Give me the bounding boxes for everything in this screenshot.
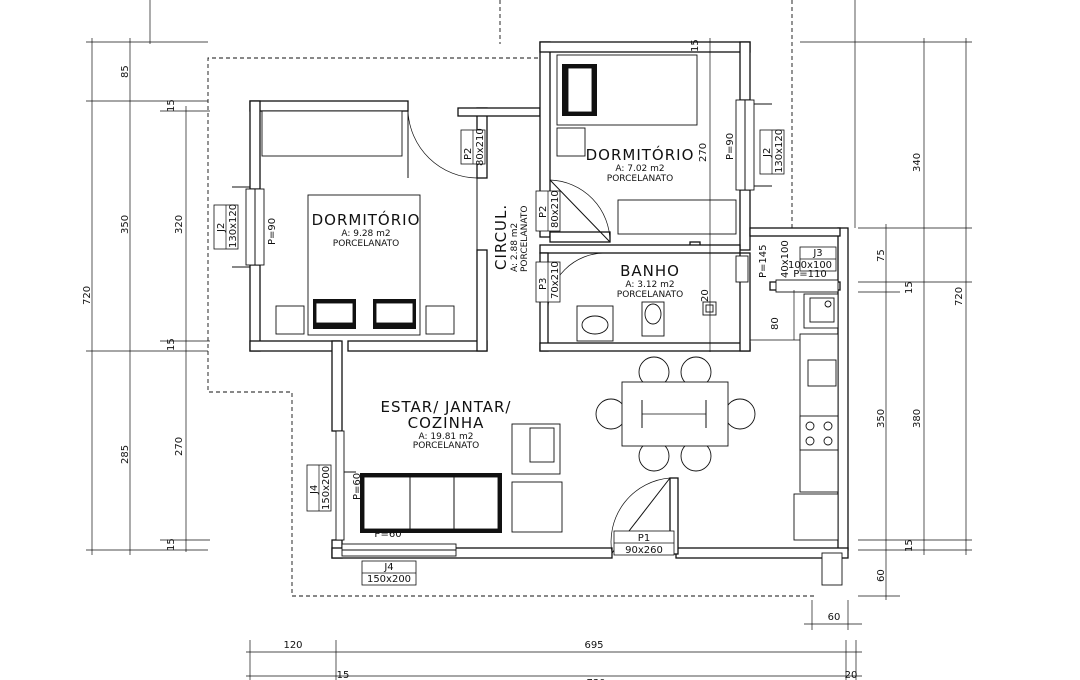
room-dormitorio2-area: A: 7.02 m2	[615, 164, 664, 174]
dim-bottom-120: 120	[283, 640, 302, 651]
door-p3-code: P3	[538, 278, 549, 290]
roof-outline	[149, 0, 856, 597]
room-banho-name: BANHO	[620, 262, 680, 280]
room-dormitorio1-area: A: 9.28 m2	[341, 229, 390, 239]
room-circulacao-area: A: 2.88 m2	[510, 223, 520, 272]
dim-kitchen-80: 80	[770, 317, 781, 330]
dim-left-320: 320	[174, 215, 185, 234]
win-j4-bottom-code: J4	[383, 562, 393, 573]
sill-90-left: P=90	[267, 218, 278, 245]
room-dormitorio2-floor: PORCELANATO	[607, 174, 673, 184]
dim-left-15c: 15	[166, 538, 177, 551]
door-p2-a-code: P2	[463, 148, 474, 160]
windows	[232, 99, 839, 557]
dim-bottom-15: 15	[337, 670, 350, 680]
dim-bottom-60: 60	[828, 612, 841, 623]
dim-left-85: 85	[120, 65, 131, 78]
win-j3-code: J3	[812, 248, 822, 259]
room-estar-area: A: 19.81 m2	[418, 432, 473, 442]
dim-right-60: 60	[876, 569, 887, 582]
dim-right-340: 340	[912, 153, 923, 172]
room-estar-line2: COZINHA	[408, 414, 485, 432]
dim-left-15b: 15	[166, 338, 177, 351]
dimension-texts: 85 350 285 720 15 320 15 270 15 340 720 …	[82, 39, 965, 680]
sill-90-right: P=90	[725, 133, 736, 160]
door-p2-a-size: 80x210	[475, 128, 486, 166]
win-j4-left-size: 150x200	[321, 466, 332, 510]
room-dormitorio1-name: DORMITÓRIO	[312, 210, 421, 229]
win-j3-sill: P=110	[793, 269, 827, 280]
door-p1-size: 90x260	[625, 545, 663, 556]
dim-top-15: 15	[690, 39, 701, 52]
door-p2-b-code: P2	[538, 206, 549, 218]
door-p2-b-size: 80x210	[550, 190, 561, 228]
room-dormitorio1-floor: PORCELANATO	[333, 239, 399, 249]
win-small-size: 40x100	[780, 240, 791, 278]
dim-right-350: 350	[876, 409, 887, 428]
dim-bath-20: 20	[700, 289, 711, 302]
win-j3-size: 100x100	[788, 260, 832, 271]
win-j2-left-code: J2	[216, 223, 227, 233]
door-p1-code: P1	[638, 533, 650, 544]
win-j2-right-code: J2	[762, 148, 773, 158]
win-j2-right-size: 130x120	[774, 129, 785, 173]
room-estar-floor: PORCELANATO	[413, 441, 479, 451]
dim-right-15: 15	[904, 281, 915, 294]
sill-60-v: P=60	[352, 473, 363, 500]
room-banho-floor: PORCELANATO	[617, 290, 683, 300]
dim-right-15b: 15	[904, 539, 915, 552]
win-j4-bottom-size: 150x200	[367, 574, 411, 585]
dim-left-720: 720	[82, 286, 93, 305]
dim-right-380: 380	[912, 409, 923, 428]
win-j2-left-size: 130x120	[228, 204, 239, 248]
dim-left-285: 285	[120, 445, 131, 464]
room-estar-line1: ESTAR/ JANTAR/	[381, 398, 512, 416]
room-dormitorio2-name: DORMITÓRIO	[586, 145, 695, 164]
sill-60-h: P=60	[374, 529, 401, 540]
opening-tags: P2 80x210 P2 80x210 P3 70x210 P1 90x260 …	[213, 128, 837, 586]
room-labels: DORMITÓRIO A: 9.28 m2 PORCELANATO DORMIT…	[312, 145, 695, 451]
dim-bottom-730: 730	[586, 678, 605, 680]
room-banho-area: A: 3.12 m2	[625, 280, 674, 290]
furniture	[261, 54, 843, 586]
room-circulacao-name: CIRCUL.	[492, 204, 510, 270]
dim-right-75: 75	[876, 249, 887, 262]
door-p3-size: 70x210	[550, 261, 561, 299]
dim-left-270: 270	[174, 437, 185, 456]
win-j4-left-code: J4	[309, 485, 320, 495]
room-circulacao-floor: PORCELANATO	[520, 206, 530, 272]
dim-right-720: 720	[954, 287, 965, 306]
dim-bottom-695: 695	[584, 640, 603, 651]
dimension-lines	[86, 38, 972, 680]
dim-left-15a: 15	[166, 99, 177, 112]
sill-145: P=145	[758, 245, 769, 279]
dim-bottom-20: 20	[845, 670, 858, 680]
dim-left-350: 350	[120, 215, 131, 234]
dim-mid-270: 270	[698, 143, 709, 162]
